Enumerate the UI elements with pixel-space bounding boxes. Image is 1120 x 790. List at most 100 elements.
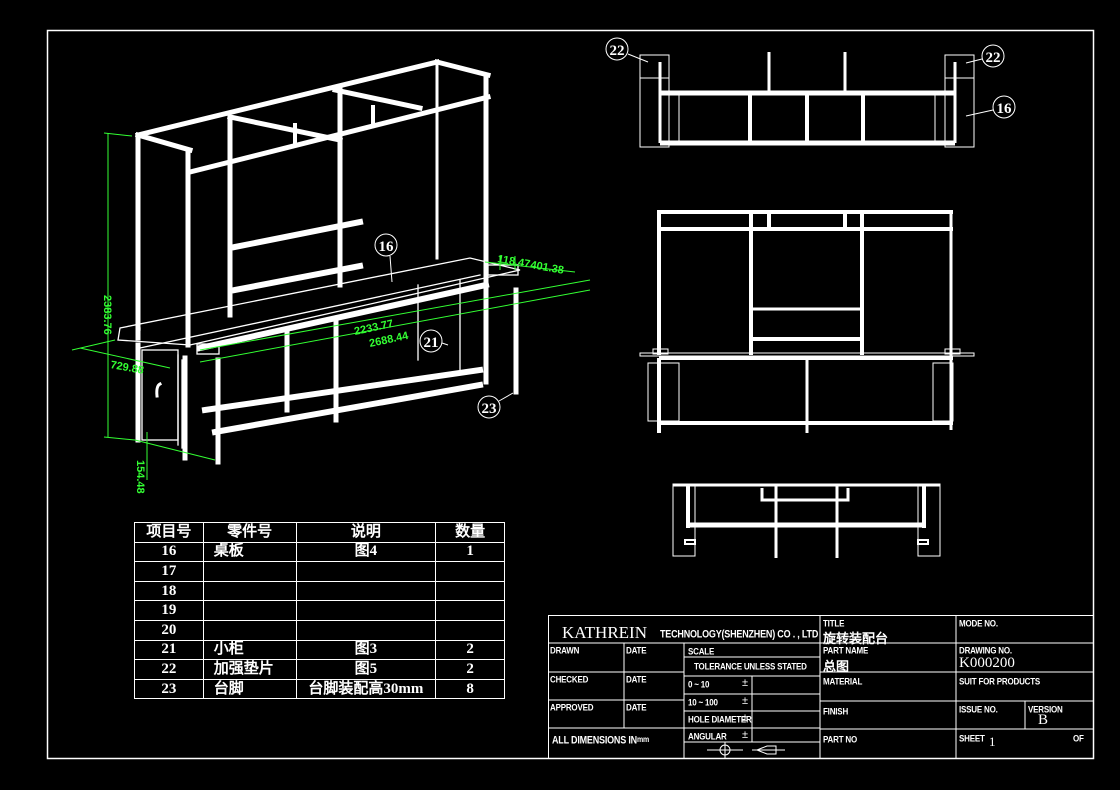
- tol-row-0: 0 ~ 10: [688, 679, 710, 690]
- bom-item: 16: [134, 541, 204, 563]
- bom-qty: 2: [435, 659, 505, 680]
- company-name: KATHREIN: [562, 623, 647, 642]
- bom-desc: 图4: [295, 541, 437, 563]
- bom-row: 18: [134, 580, 505, 602]
- approved-label: APPROVED: [550, 702, 594, 713]
- balloon-22-right: 22: [986, 50, 1001, 66]
- drawn-label: DRAWN: [550, 645, 580, 656]
- bom-desc: 图3: [295, 639, 437, 661]
- pm-1: ±: [742, 695, 749, 707]
- date-label-2: DATE: [626, 674, 647, 685]
- tolerance-label: TOLERANCE UNLESS STATED: [694, 661, 807, 672]
- bom-qty: 1: [435, 541, 505, 563]
- bom-part: [202, 619, 297, 641]
- dim-depth: 729.88: [109, 359, 144, 377]
- bom-row: 20: [134, 619, 505, 641]
- all-dimensions-label: ALL DIMENSIONS IN: [552, 734, 637, 746]
- date-label-1: DATE: [626, 645, 647, 656]
- tol-row-2: HOLE DIAMETER: [688, 714, 752, 725]
- bom-item: 21: [134, 639, 204, 661]
- version-value: B: [1038, 712, 1049, 728]
- title-label: TITLE: [823, 618, 845, 629]
- bom-qty: [435, 580, 505, 602]
- bom-header-part: 零件号: [202, 522, 297, 543]
- front-view: [639, 210, 975, 433]
- bom-header-item: 项目号: [134, 522, 204, 543]
- bom-part: 台脚: [202, 678, 297, 700]
- dimension-lines: [71, 132, 591, 480]
- bom-part: [202, 580, 297, 602]
- pm-0: ±: [742, 677, 749, 689]
- bom-desc: 图5: [295, 659, 437, 680]
- bom-item: 23: [134, 678, 204, 700]
- pm-2: ±: [742, 712, 749, 724]
- title-block-lines: [548, 615, 1094, 759]
- bom-item: 20: [134, 619, 204, 641]
- bom-part: [202, 561, 297, 582]
- bom-desc: [295, 619, 437, 641]
- bom-desc: [295, 600, 437, 621]
- bom-row: 17: [134, 561, 505, 582]
- bom-part: [202, 600, 297, 621]
- mode-no-label: MODE NO.: [959, 618, 998, 629]
- bom-desc: 台脚装配高30mm: [295, 678, 437, 700]
- bom-header-qty: 数量: [435, 522, 505, 543]
- suit-for-products-label: SUIT FOR PRODUCTS: [959, 676, 1041, 687]
- checked-label: CHECKED: [550, 674, 589, 685]
- bom-header-desc: 说明: [295, 522, 437, 543]
- part-name-value: 总图: [823, 659, 850, 674]
- title-value: 旋转装配台: [823, 631, 889, 646]
- bom-desc: [295, 580, 437, 602]
- sheet-label: SHEET: [959, 733, 985, 744]
- finish-label: FINISH: [823, 706, 849, 717]
- all-dimensions-unit: mm: [637, 736, 650, 745]
- scale-label: SCALE: [688, 646, 715, 657]
- of-label: OF: [1073, 733, 1084, 744]
- tol-row-3: ANGULAR: [688, 731, 727, 742]
- top-view: [605, 37, 1016, 148]
- bom-item: 18: [134, 580, 204, 602]
- bom-desc: [295, 561, 437, 582]
- dim-height: 2383.76: [101, 295, 113, 335]
- bom-item: 19: [134, 600, 204, 621]
- drawing-no-label: DRAWING NO.: [959, 645, 1012, 656]
- isometric-view: [117, 58, 521, 465]
- bom-item: 22: [134, 659, 204, 680]
- bom-qty: 2: [435, 639, 505, 661]
- date-label-3: DATE: [626, 702, 647, 713]
- dim-side-a: 118.47: [496, 253, 531, 271]
- bom-qty: 8: [435, 678, 505, 700]
- part-no-label: PART NO: [823, 734, 858, 745]
- pm-3: ±: [742, 729, 749, 741]
- bom-qty: [435, 619, 505, 641]
- company-subtitle: TECHNOLOGY(SHENZHEN) CO . , LTD: [660, 628, 819, 640]
- balloon-16: 16: [379, 239, 395, 255]
- balloon-16-top: 16: [997, 101, 1013, 117]
- bom-qty: [435, 600, 505, 621]
- bom-part: 小柜: [202, 639, 297, 661]
- bom-row: 19: [134, 600, 505, 621]
- balloons-iso: [374, 233, 514, 419]
- version-label: VERSION: [1028, 704, 1063, 715]
- bom-header-row: 项目号 零件号 说明 数量: [134, 522, 505, 543]
- drawing-no-value: K000200: [959, 655, 1015, 671]
- bom-part: 加强垫片: [202, 659, 297, 680]
- balloon-21: 21: [424, 335, 439, 351]
- dim-foot-height: 154.48: [134, 460, 146, 494]
- issue-no-label: ISSUE NO.: [959, 704, 998, 715]
- bom-qty: [435, 561, 505, 582]
- tol-row-1: 10 ~ 100: [688, 697, 718, 708]
- material-label: MATERIAL: [823, 676, 863, 687]
- sheet-value: 1: [989, 734, 996, 749]
- part-name-label: PART NAME: [823, 645, 869, 656]
- bom-item: 17: [134, 561, 204, 582]
- balloon-23: 23: [482, 401, 497, 417]
- side-view: [672, 483, 941, 558]
- dim-side-b: 401.38: [529, 259, 564, 277]
